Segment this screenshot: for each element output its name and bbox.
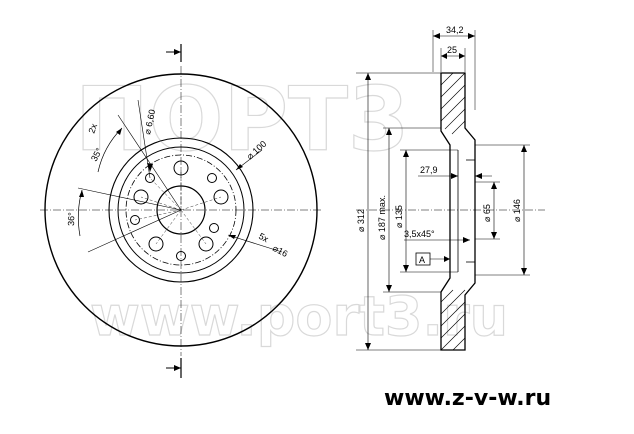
thickness-disc-label: 25 [447, 45, 457, 55]
chamfer-label: 3,5x45° [404, 229, 435, 239]
small-hole-count: 2x [86, 122, 99, 135]
holes-count-label: 5x [257, 231, 271, 245]
side-view-labels: 34,2 25 ⌀ 312 ⌀ 187 max. ⌀ 135 ⌀ 65 ⌀ 14… [356, 25, 522, 265]
inner-diameter-label: ⌀ 187 max. [377, 195, 387, 240]
site-url: www.z-v-w.ru [384, 386, 551, 411]
offset-label: 27,9 [420, 165, 438, 175]
watermark-top: ПОРТ3 [75, 68, 409, 171]
outer-diameter-label: ⌀ 312 [356, 209, 366, 232]
hat-diameter-label: ⌀ 135 [394, 205, 404, 228]
front-view [40, 44, 322, 378]
holes-diameter-label: ⌀16 [271, 243, 289, 259]
angle-side-label: 36° [66, 212, 76, 226]
hub-diameter-label: ⌀ 65 [482, 204, 492, 222]
thickness-total-label: 34,2 [446, 25, 464, 35]
datum-label: A [419, 255, 425, 265]
watermark-bottom: www.port3.ru [90, 285, 508, 348]
side-view [356, 30, 545, 351]
watermark: ПОРТ3 www.port3.ru [74, 67, 508, 348]
hat-outer-diameter-label: ⌀ 146 [512, 199, 522, 222]
